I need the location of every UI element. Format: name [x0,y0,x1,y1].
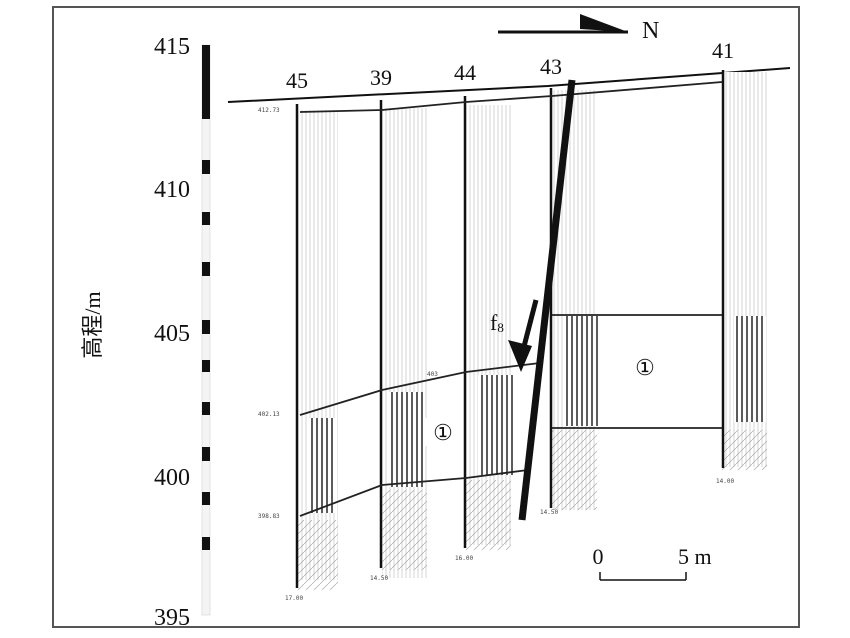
borehole-id-41: 41 [712,38,734,63]
tick-label-395: 395 [154,605,190,631]
axis-title: 高程/m [80,291,105,358]
borehole-depth-44: 16.00 [455,555,473,562]
north-label: N [642,18,659,44]
zone-marker-2: ① [635,355,655,380]
borehole-id-44: 44 [454,60,476,85]
borehole-lines [295,70,725,588]
fault-arrow [508,299,539,372]
tick-label-410: 410 [154,177,190,203]
zone-fills [308,316,766,513]
fault-label: f8 [490,310,504,335]
fault-line [518,79,576,521]
layer-label-402: 402.13 [258,411,280,418]
elevation-scale-bar [201,44,211,616]
scale-bar [599,572,687,581]
scale-end-label: 5 m [678,544,712,569]
borehole-id-45: 45 [286,68,308,93]
borehole-id-39: 39 [370,65,392,90]
layer-label-398: 398.83 [258,513,280,520]
zone-marker-bg-1 [424,418,462,446]
scale-start-label: 0 [593,544,604,569]
layer-boundaries [299,81,723,517]
borehole-top-label-45: 412.73 [258,107,280,114]
north-arrow [498,14,628,34]
diagram-frame [52,6,800,628]
layer-label-403: 403 [427,371,438,378]
borehole-depth-43: 14.50 [540,509,558,516]
ground-surface-line [227,67,791,103]
borehole-depth-39: 14.50 [370,575,388,582]
zone-marker-1: ① [433,420,453,445]
tick-label-400: 400 [154,465,190,491]
zone-marker-bg-2 [626,350,664,378]
borehole-id-43: 43 [540,54,562,79]
borehole-depth-41: 14.00 [716,478,734,485]
borehole-columns [298,72,767,590]
tick-label-415: 415 [154,34,190,60]
tick-label-405: 405 [154,321,190,347]
borehole-depth-45: 17.00 [285,595,303,602]
